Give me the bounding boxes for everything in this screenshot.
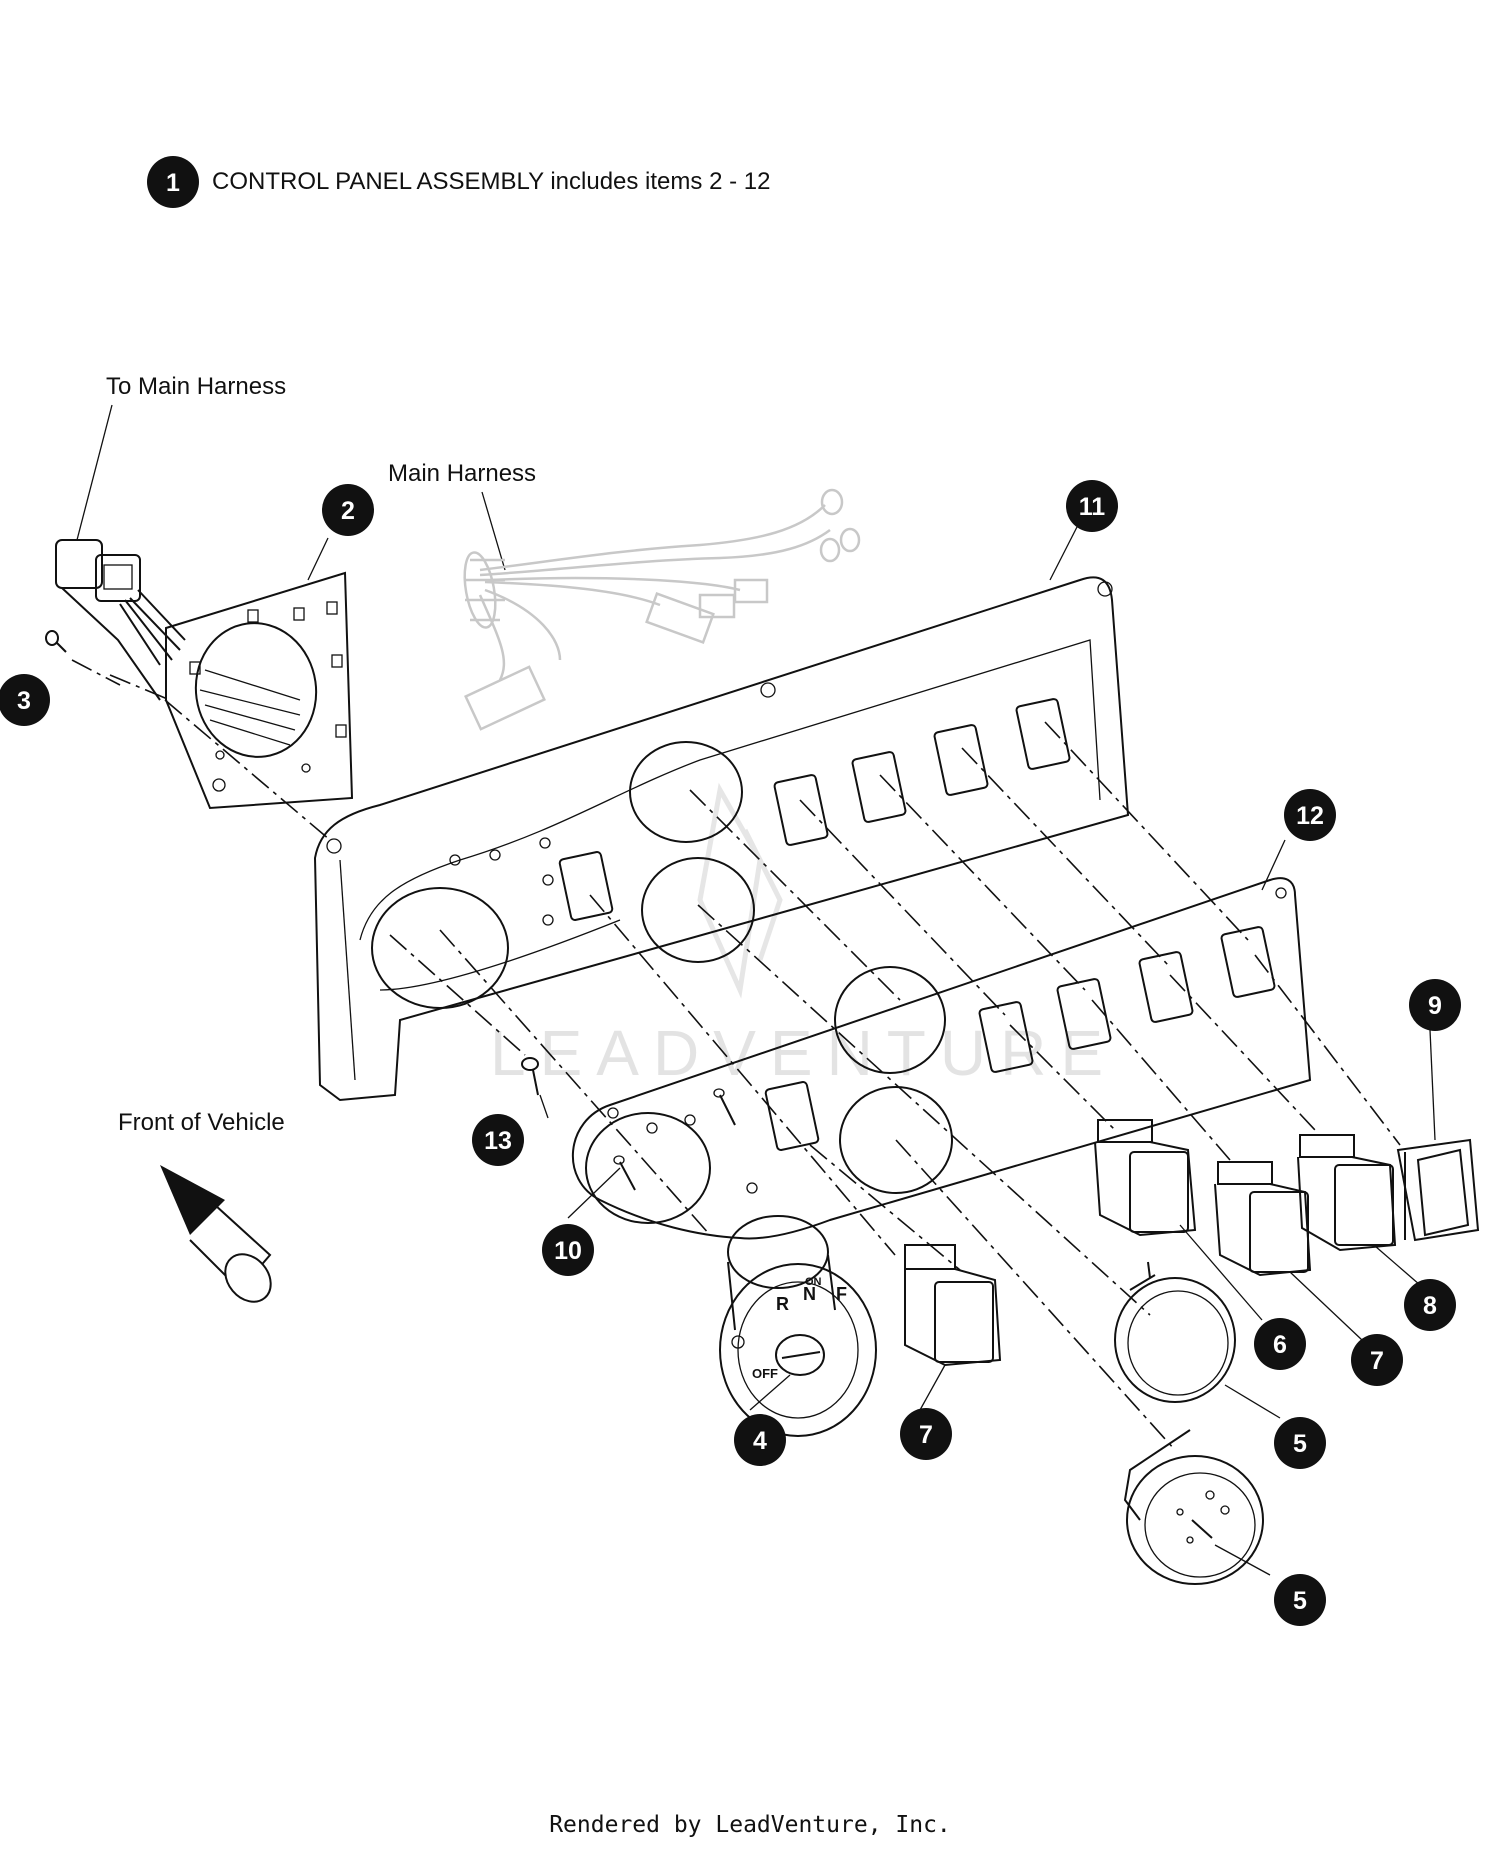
svg-text:13: 13 <box>484 1127 512 1155</box>
svg-text:5: 5 <box>1293 1430 1307 1458</box>
assembly-dash-lines <box>164 699 1401 1451</box>
svg-text:7: 7 <box>919 1421 933 1449</box>
part-7-rocker-switch-left <box>904 1244 1002 1367</box>
ignition-n-marking: N <box>803 1284 816 1304</box>
main-harness-drawing <box>463 488 861 731</box>
part-3-screw <box>45 630 67 653</box>
part-10-screws <box>613 1088 736 1191</box>
part-2-bracket <box>165 571 354 810</box>
svg-text:4: 4 <box>753 1427 767 1455</box>
svg-text:9: 9 <box>1428 992 1442 1020</box>
assembly-note-text: CONTROL PANEL ASSEMBLY includes items 2 … <box>212 168 770 195</box>
callout-10: 10 <box>542 1224 594 1276</box>
svg-text:12: 12 <box>1296 802 1324 830</box>
ignition-f-marking: F <box>836 1284 847 1304</box>
leader-to-main-harness <box>76 404 113 541</box>
svg-text:11: 11 <box>1079 493 1106 521</box>
part-12-bezel <box>571 877 1312 1240</box>
callout-12: 12 <box>1284 789 1336 841</box>
svg-text:8: 8 <box>1423 1292 1437 1320</box>
label-front-of-vehicle: Front of Vehicle <box>118 1109 285 1136</box>
callout-leaders <box>307 524 1436 1576</box>
callout-2: 2 <box>322 484 374 536</box>
callout-9: 9 <box>1409 979 1461 1031</box>
part-6-rocker-switch <box>1094 1119 1197 1237</box>
part-5-gauge-lower <box>1123 1429 1264 1585</box>
callout-11: 11 <box>1066 480 1118 532</box>
footer-credit: Rendered by LeadVenture, Inc. <box>549 1812 951 1838</box>
svg-text:10: 10 <box>554 1237 582 1265</box>
watermark-text: LEADVENTURE <box>490 1017 1117 1089</box>
leader-main-harness <box>481 491 506 571</box>
callout-13: 13 <box>472 1114 524 1166</box>
callout-number-1: 1 <box>166 169 180 197</box>
svg-text:6: 6 <box>1273 1331 1287 1359</box>
part-4-ignition-switch: ON R N F OFF <box>719 1215 877 1437</box>
callout-3: 3 <box>0 674 50 726</box>
ignition-off-marking: OFF <box>752 1366 778 1381</box>
assembly-note: 1 CONTROL PANEL ASSEMBLY includes items … <box>147 156 770 208</box>
watermark: LEADVENTURE <box>490 782 1117 1089</box>
callout-5-lower: 5 <box>1274 1574 1326 1626</box>
part-8-rocker-switch <box>1297 1134 1397 1252</box>
callout-7-right: 7 <box>1351 1334 1403 1386</box>
part-11-panel <box>313 576 1130 1102</box>
label-main-harness: Main Harness <box>388 460 536 487</box>
callout-5-upper: 5 <box>1274 1417 1326 1469</box>
front-of-vehicle-arrow <box>160 1165 272 1303</box>
ignition-r-marking: R <box>776 1294 789 1314</box>
svg-text:2: 2 <box>341 497 355 525</box>
callout-6: 6 <box>1254 1318 1306 1370</box>
callout-8: 8 <box>1404 1279 1456 1331</box>
callout-4: 4 <box>734 1414 786 1466</box>
part-5-gauge-upper <box>1114 1261 1236 1403</box>
dashline-screw <box>71 659 171 701</box>
label-to-main-harness: To Main Harness <box>106 373 286 400</box>
callout-7-left: 7 <box>900 1408 952 1460</box>
svg-text:5: 5 <box>1293 1587 1307 1615</box>
part-9-blank-plug <box>1396 1138 1480 1242</box>
svg-text:7: 7 <box>1370 1347 1384 1375</box>
svg-text:3: 3 <box>17 687 31 715</box>
part-13-screw <box>521 1057 539 1096</box>
connector-pigtail <box>55 539 186 701</box>
ignition-on-marking: ON <box>805 1276 822 1288</box>
part-7-rocker-switch-right <box>1214 1161 1312 1277</box>
